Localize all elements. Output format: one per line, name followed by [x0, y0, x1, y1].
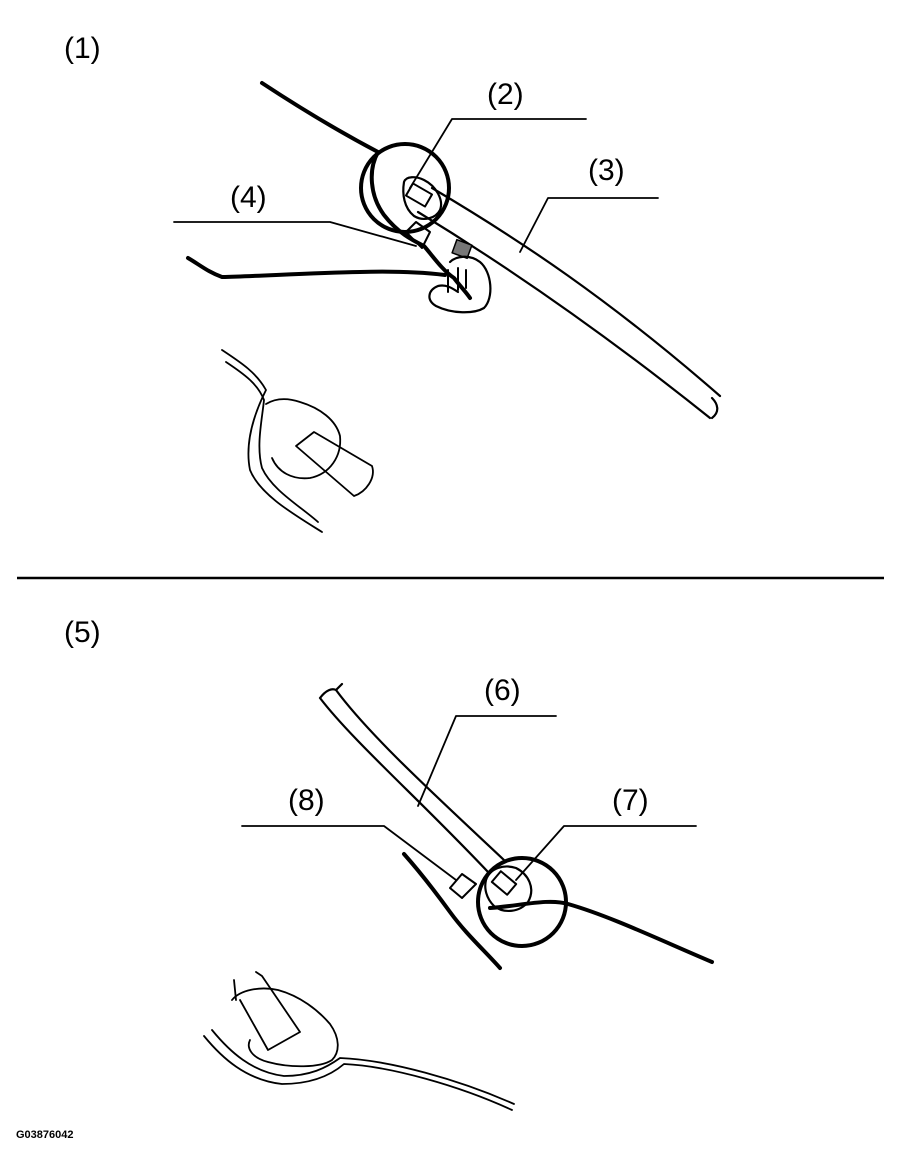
panel-1 [173, 81, 722, 533]
panel-flange [186, 256, 447, 279]
detail-panel-inner-1 [225, 361, 319, 523]
detail-molding-2 [233, 971, 301, 1051]
detail-molding-1 [295, 431, 374, 497]
leader-7 [515, 825, 697, 881]
clip-stem [404, 182, 434, 208]
retainer-inner [447, 267, 467, 293]
figure-code: G03876042 [16, 1129, 74, 1141]
part-8-label: (8) [288, 784, 325, 817]
body-panel-2 [402, 852, 502, 970]
molding-strip-1 [416, 186, 722, 420]
leader-8 [241, 825, 457, 881]
panel-5 [203, 682, 714, 1111]
detail-clip-head-1 [265, 398, 342, 480]
clip-body-2 [449, 873, 477, 899]
body-panel-edge [260, 81, 472, 300]
detail-panel-outer-2 [203, 1035, 513, 1111]
clip-body [405, 221, 431, 249]
detail-clip-head-2 [231, 987, 339, 1068]
step-1-label: (1) [64, 32, 101, 65]
part-7-label: (7) [612, 784, 649, 817]
detail-circle-2 [476, 856, 568, 948]
part-4-label: (4) [230, 181, 267, 214]
clip-stem-2 [490, 870, 518, 896]
leader-4 [173, 221, 417, 247]
leader-2 [409, 118, 587, 189]
step-5-label: (5) [64, 616, 101, 649]
retainer-bracket [428, 255, 492, 314]
body-panel-2b [488, 899, 714, 964]
leader-3 [519, 197, 659, 253]
molding-strip-2 [318, 682, 506, 874]
detail-panel-inner-2 [211, 1029, 515, 1105]
leader-6 [417, 715, 557, 807]
clip-head-2 [484, 865, 533, 912]
detail-panel-outer-1 [221, 349, 323, 533]
clip-shaded-pad [451, 238, 473, 260]
part-3-label: (3) [588, 154, 625, 187]
part-2-label: (2) [487, 78, 524, 111]
part-6-label: (6) [484, 674, 521, 707]
